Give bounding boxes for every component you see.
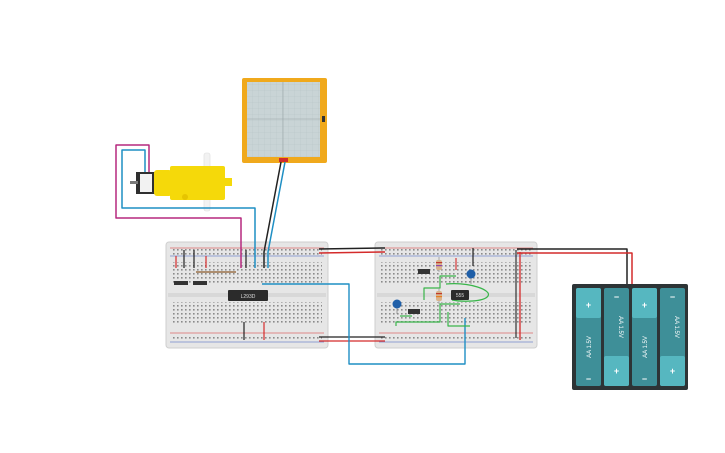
display-module[interactable] <box>242 78 327 163</box>
battery-cell-4-bottom-sign: + <box>670 366 675 376</box>
battery-cell-1-bottom-sign: − <box>586 374 591 384</box>
battery-cell-2-bottom-sign: + <box>614 366 619 376</box>
battery-cell-3-bottom-sign: − <box>642 374 647 384</box>
capacitor-top <box>466 269 476 284</box>
battery-cell-2-label: AA 1.5V <box>617 316 623 338</box>
resistor-middle <box>436 288 442 304</box>
battery-cell-1-top-sign: + <box>586 300 591 310</box>
battery-cell-2-top-sign: − <box>614 292 619 302</box>
timer-ic-label: 555 <box>456 293 465 299</box>
driver-ic-label: L293D <box>241 294 256 300</box>
battery-cell-4: − AA 1.5V + <box>660 288 685 386</box>
resistor-top <box>436 257 442 272</box>
battery-cell-4-label: AA 1.5V <box>673 316 679 338</box>
capacitor-left <box>392 299 402 314</box>
timer-ic[interactable]: 555 <box>451 290 469 300</box>
battery-cell-3-top-sign: + <box>642 300 647 310</box>
battery-cell-1: + AA 1.5V − <box>576 288 601 386</box>
battery-pack[interactable]: + AA 1.5V − − AA 1.5V + + AA 1.5V − − AA… <box>572 284 688 390</box>
battery-cell-1-label: AA 1.5V <box>587 336 593 358</box>
left-board-components <box>174 281 207 285</box>
battery-cell-3: + AA 1.5V − <box>632 288 657 386</box>
battery-cell-3-label: AA 1.5V <box>643 336 649 358</box>
battery-cell-2: − AA 1.5V + <box>604 288 629 386</box>
wires <box>115 144 633 365</box>
dc-motor[interactable] <box>130 152 232 212</box>
transistor <box>418 269 430 274</box>
driver-ic[interactable]: L293D <box>228 290 268 301</box>
small-part <box>408 309 420 314</box>
battery-cell-4-top-sign: − <box>670 292 675 302</box>
